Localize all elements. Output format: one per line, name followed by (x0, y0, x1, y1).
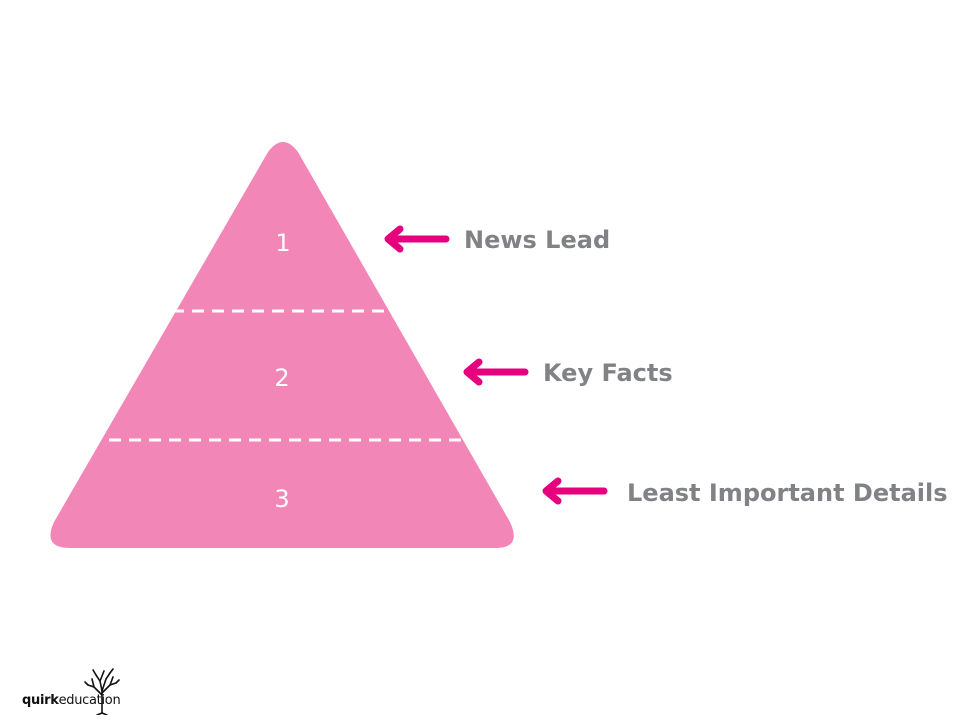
tier-2-label: Key Facts (543, 359, 673, 387)
logo-bold-text: quirk (22, 693, 59, 708)
logo-regular-text: education (58, 693, 121, 708)
tier-1-label: News Lead (464, 226, 610, 254)
arrow-left-icon (463, 358, 529, 386)
tier-2-number: 2 (274, 364, 289, 392)
quirk-education-logo: quirkeducation (22, 665, 132, 715)
arrow-left-icon (542, 477, 608, 505)
tier-3-label: Least Important Details (627, 479, 948, 507)
tier-3-number: 3 (274, 485, 289, 513)
footer: quirkeducation (0, 655, 960, 720)
pyramid-shape (50, 142, 514, 548)
logo-wordmark: quirkeducation (22, 693, 121, 708)
arrow-left-icon (384, 225, 450, 253)
inverted-pyramid-diagram: 1 2 3 News Lead Key Facts Least Importan… (50, 142, 948, 548)
slide: 1 2 3 News Lead Key Facts Least Importan… (50, 142, 948, 548)
tree-icon (84, 668, 120, 715)
tier-1-number: 1 (275, 229, 290, 257)
